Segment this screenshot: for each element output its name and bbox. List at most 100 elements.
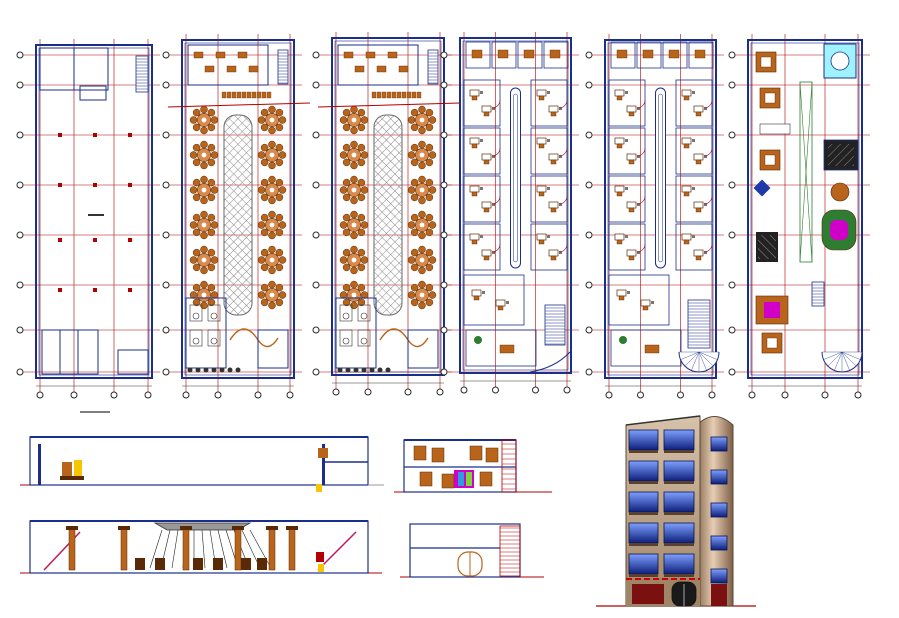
door-swing-icon [558, 99, 568, 109]
counter-icon [248, 65, 259, 73]
level-mark [88, 214, 104, 216]
section-cut-line [317, 102, 461, 108]
door-swing-icon [558, 195, 568, 205]
window-band-icon [663, 522, 695, 544]
column-icon [38, 444, 41, 485]
axis-bubble-icon [460, 386, 468, 394]
office-cubicle-icon [614, 233, 628, 245]
office-cubicle-icon [481, 105, 495, 117]
corridor-ramp-icon [510, 87, 521, 269]
axis-bubble-icon [312, 326, 320, 334]
sill-icon [629, 574, 658, 577]
floor-plans-row [16, 32, 870, 413]
axis-bubble-icon [585, 51, 593, 59]
axis-bubble-icon [162, 368, 170, 376]
desk-icon [471, 49, 483, 59]
furniture-icon [485, 447, 499, 463]
office-cubicle-icon [495, 299, 509, 311]
chair-icon [251, 91, 257, 99]
stair-icon [317, 531, 357, 571]
column-icon [128, 288, 132, 292]
office-cubicle-icon [626, 201, 640, 213]
column-icon [93, 183, 97, 187]
counter-icon [193, 51, 204, 59]
sill-icon [664, 574, 694, 577]
counter-icon [204, 65, 215, 73]
window-band-icon [663, 429, 695, 451]
column-icon [322, 444, 325, 485]
door-swing-icon [558, 147, 568, 157]
axis-bubble-icon [585, 368, 593, 376]
restroom-block [41, 329, 99, 375]
tower-window-icon [710, 535, 728, 551]
door-swing-icon [491, 99, 501, 109]
chair-icon [266, 91, 272, 99]
tower-door-icon [711, 584, 727, 606]
axis-bubble-icon [162, 81, 170, 89]
kitchen-block [187, 44, 269, 86]
office-room [675, 79, 713, 127]
office-cubicle-icon [681, 89, 695, 101]
round-table-icon [189, 245, 219, 275]
marker-icon [316, 484, 322, 492]
office-cubicle-icon [536, 89, 550, 101]
sill-icon [664, 543, 694, 546]
meeting-room [688, 41, 714, 69]
door-swing-icon [491, 243, 501, 253]
chair-icon [416, 91, 422, 99]
sill-icon [664, 450, 694, 453]
toilet-icon [192, 337, 200, 345]
axis-bubble-icon [563, 386, 571, 394]
office-cubicle-icon [548, 201, 562, 213]
inner-wall-line [750, 42, 860, 376]
inner-wall-line [38, 47, 150, 376]
counter-icon [376, 65, 387, 73]
office-cubicle-icon [681, 137, 695, 149]
meeting-room [610, 41, 636, 69]
office-cubicle-icon [548, 249, 562, 261]
chair-icon [381, 91, 387, 99]
office-room [675, 127, 713, 175]
column-icon [58, 288, 62, 292]
toilet-icon [210, 312, 218, 320]
storage-room [117, 349, 149, 375]
table-group-icon [257, 558, 267, 570]
round-table-icon [257, 245, 287, 275]
axis-bubble-icon [436, 388, 444, 396]
extinguisher-icon [316, 552, 324, 562]
column-icon [93, 133, 97, 137]
toilet-stall [357, 329, 371, 347]
office-cubicle-icon [471, 289, 485, 301]
round-table-icon [189, 140, 219, 170]
toilet-stall [189, 329, 203, 347]
office-room [463, 223, 501, 271]
outer-wall [35, 44, 153, 379]
chair-icon [411, 91, 417, 99]
axis-bubble-icon [312, 181, 320, 189]
toilet-stall [207, 329, 221, 347]
axis-bubble-icon [677, 391, 684, 399]
ornamental-column-icon [68, 527, 76, 571]
office-plan-4 [463, 41, 571, 373]
stair-icon [277, 49, 289, 85]
structure-line [149, 529, 163, 569]
axis-bubble-icon [312, 231, 320, 239]
round-stair-icon [678, 351, 720, 373]
chair-icon [386, 91, 392, 99]
axis-bubble-icon [585, 181, 593, 189]
office-cubicle-icon [681, 185, 695, 197]
round-table-icon [407, 280, 437, 310]
axis-bubble-icon [585, 131, 593, 139]
office-cubicle-icon [616, 289, 630, 301]
axis-bubble-icon [585, 231, 593, 239]
round-table-icon [407, 245, 437, 275]
door-swing-icon [703, 243, 713, 253]
lobby [79, 85, 107, 101]
storefront-icon [632, 584, 664, 604]
axis-bubble-icon [728, 131, 736, 139]
office-room [608, 175, 646, 223]
door-swing-icon [491, 195, 501, 205]
axis-bubble-icon [440, 326, 448, 334]
structure-line [201, 529, 206, 569]
round-table-icon [407, 140, 437, 170]
